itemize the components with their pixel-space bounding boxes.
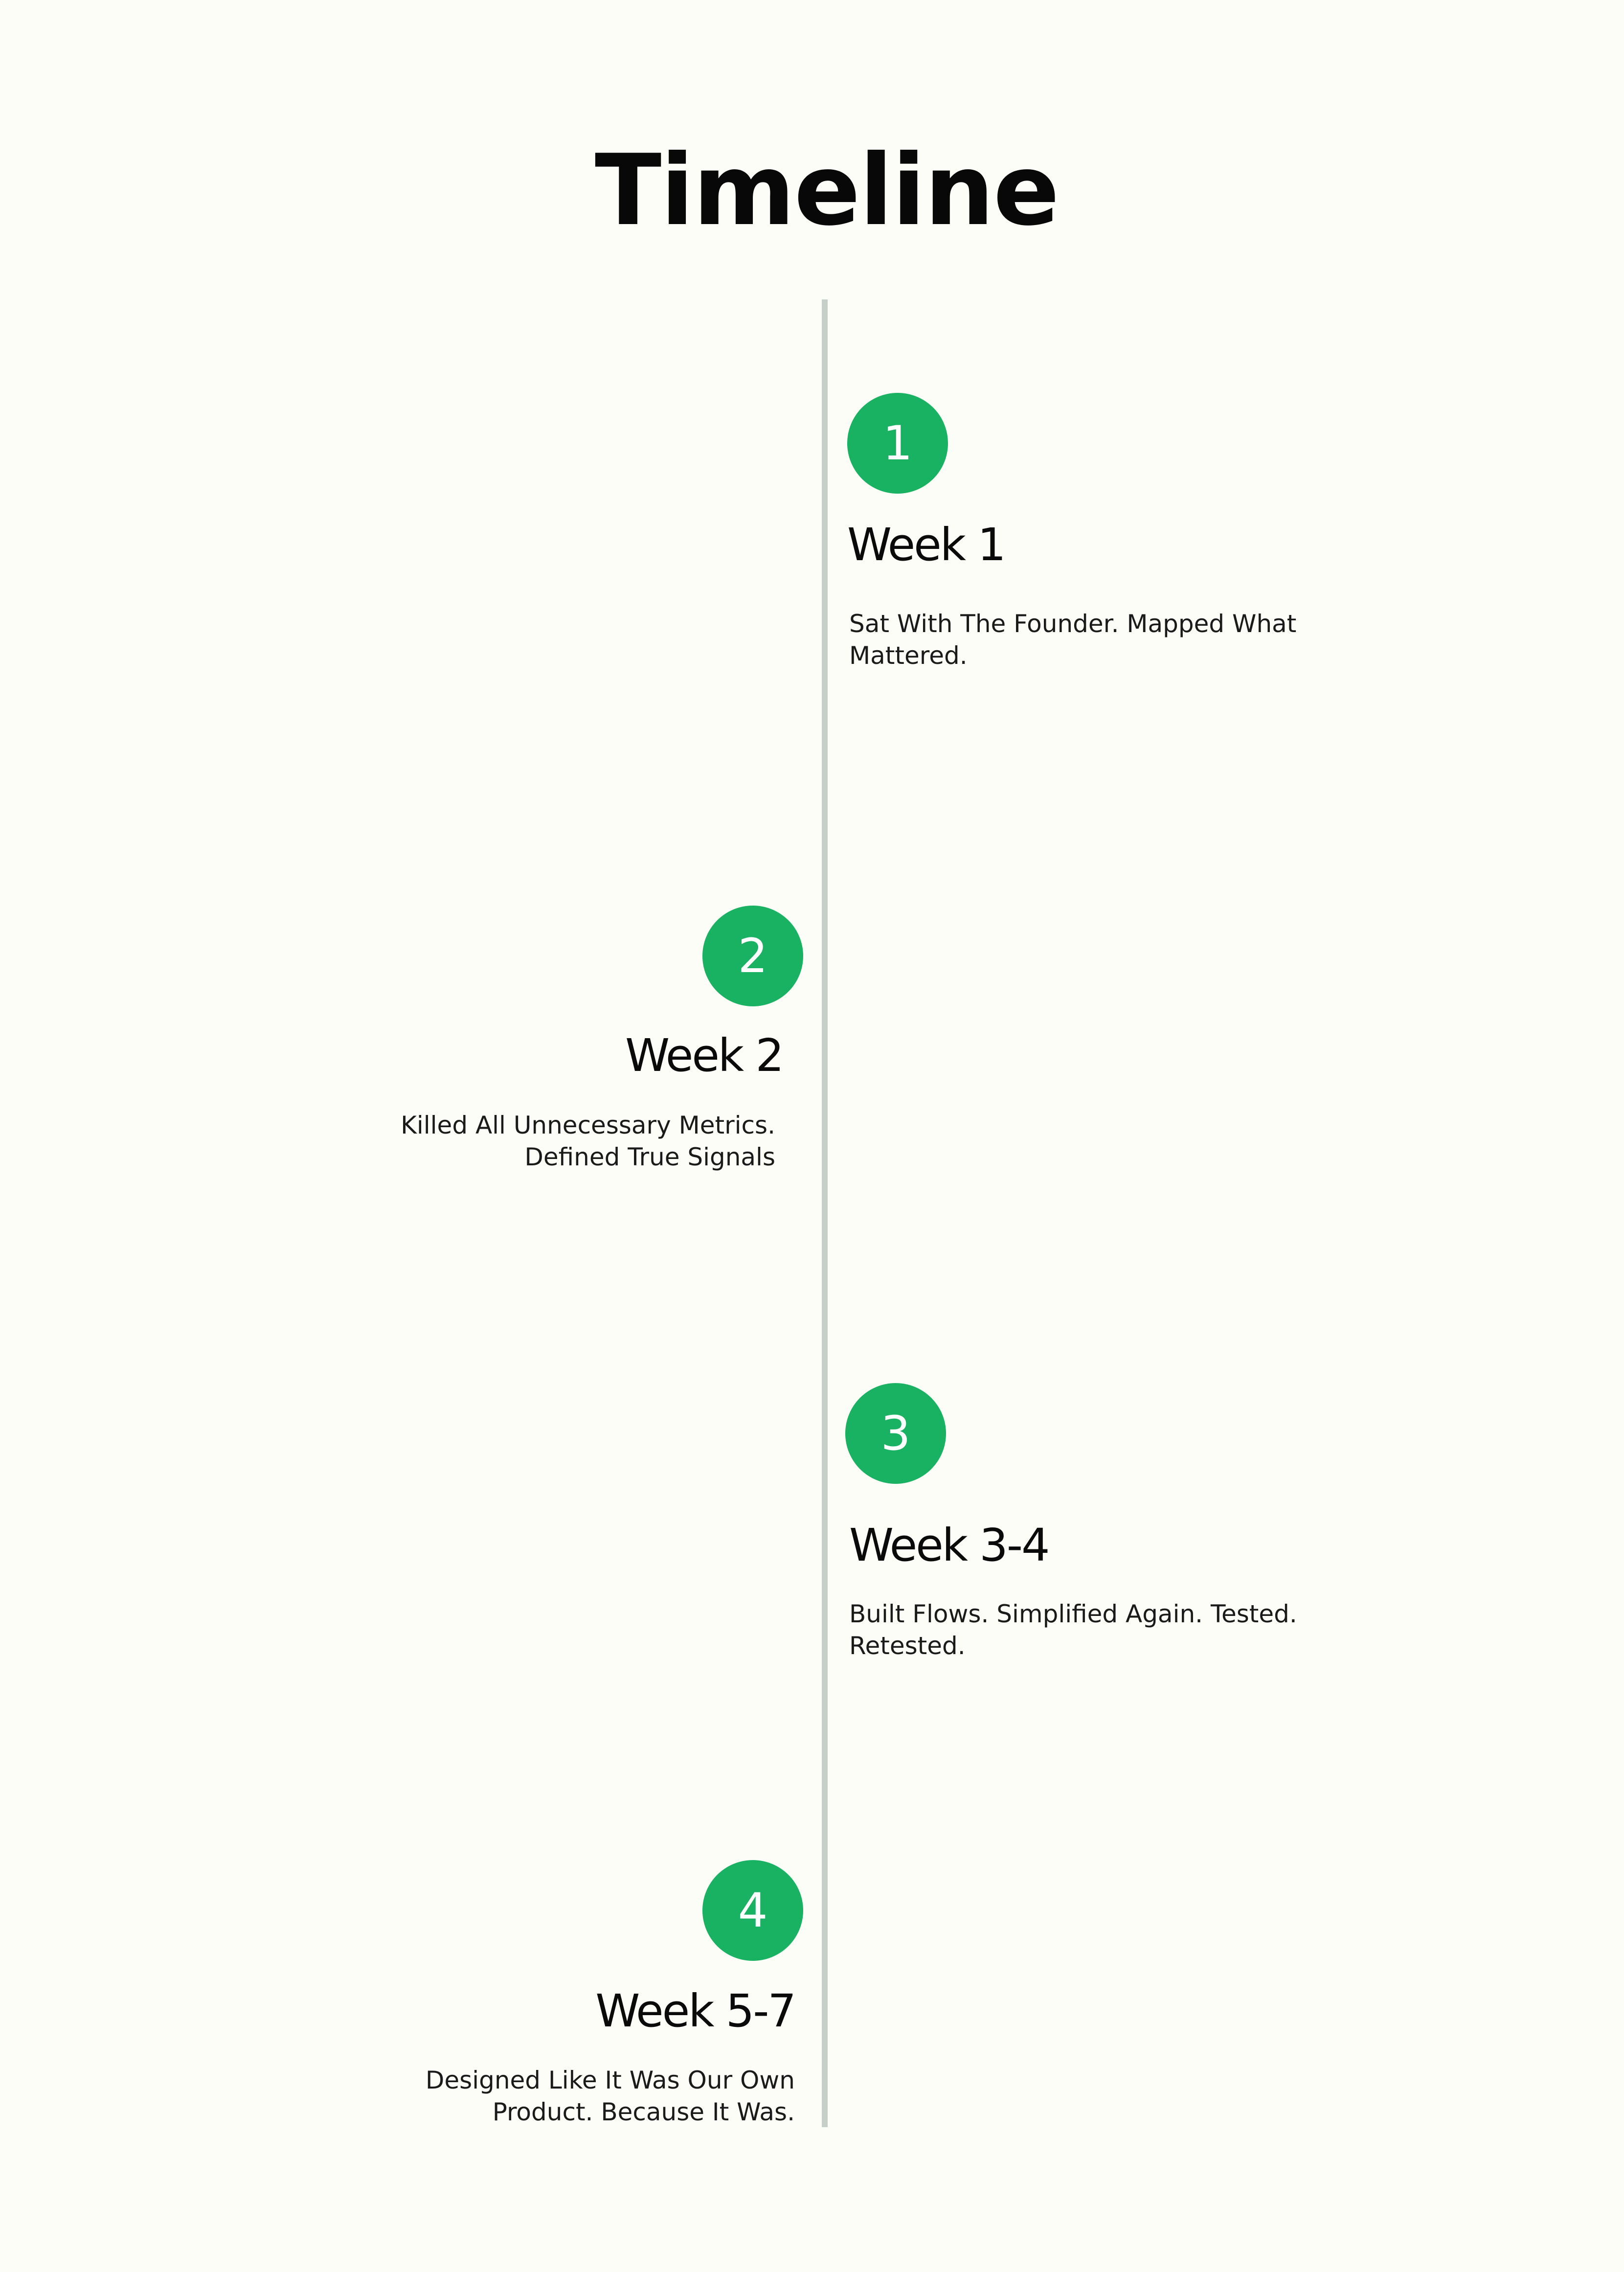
- step-4-title: Week 5-7: [595, 1985, 796, 2037]
- timeline-line: [822, 299, 828, 2127]
- step-1-description: Sat With The Founder. Mapped What Matter…: [849, 610, 1297, 670]
- step-1-marker: 1: [847, 393, 948, 494]
- step-4-marker: 4: [702, 1860, 803, 1961]
- page-title: Timeline: [594, 134, 1060, 248]
- step-3-marker: 3: [845, 1383, 946, 1484]
- step-2-marker: 2: [702, 906, 803, 1006]
- step-2-title: Week 2: [625, 1029, 784, 1082]
- step-3-title: Week 3-4: [849, 1519, 1050, 1571]
- step-3-description: Built Flows. Simplified Again. Tested. R…: [849, 1600, 1297, 1660]
- step-1-title: Week 1: [847, 519, 1006, 571]
- step-2-description: Killed All Unnecessary Metrics. Defined …: [401, 1111, 775, 1171]
- step-4-description: Designed Like It Was Our Own Product. Be…: [425, 2066, 795, 2126]
